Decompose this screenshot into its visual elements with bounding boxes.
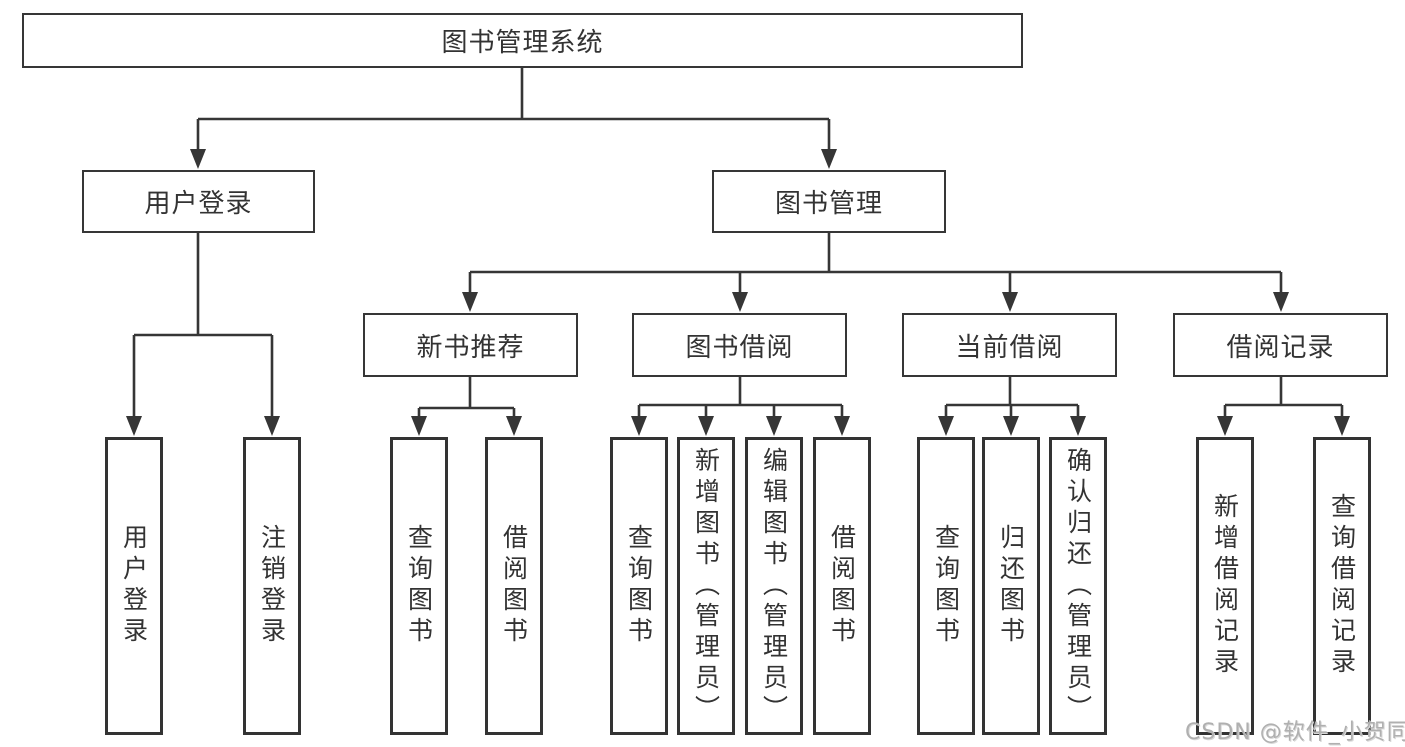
node-book-borrow: 图书借阅 [632, 313, 847, 377]
connector-root-to-level2 [190, 68, 837, 169]
connector-newbook-to-leaves [411, 377, 522, 436]
leaf-current-query-books: 查询图书 [917, 437, 975, 735]
node-user-login: 用户登录 [82, 170, 315, 233]
leaf-newbook-borrow-books: 借阅图书 [485, 437, 543, 735]
connector-userlogin-to-leaves [126, 233, 280, 436]
leaf-borrow-add-books-admin: 新增图书（管理员） [677, 437, 735, 735]
node-new-book-recommend: 新书推荐 [363, 313, 578, 377]
leaf-user-login: 用户登录 [105, 437, 163, 735]
node-borrow-records: 借阅记录 [1173, 313, 1388, 377]
leaf-logout: 注销登录 [243, 437, 301, 735]
csdn-watermark: CSDN @软件_小贺同学 [1185, 720, 1405, 745]
connector-records-to-leaves [1217, 377, 1350, 436]
leaf-newbook-query-books: 查询图书 [390, 437, 448, 735]
node-system-root: 图书管理系统 [22, 13, 1023, 68]
connector-currentborrow-to-leaves [938, 377, 1086, 436]
node-book-management: 图书管理 [712, 170, 946, 233]
leaf-current-confirm-return-admin: 确认归还（管理员） [1049, 437, 1107, 735]
leaf-current-return-books: 归还图书 [982, 437, 1040, 735]
connector-bookborrow-to-leaves [631, 377, 850, 436]
node-current-borrow: 当前借阅 [902, 313, 1117, 377]
leaf-borrow-query-books: 查询图书 [610, 437, 668, 735]
leaf-records-query-record: 查询借阅记录 [1313, 437, 1371, 735]
connector-bookmgmt-to-level3 [462, 233, 1289, 312]
leaf-records-add-record: 新增借阅记录 [1196, 437, 1254, 735]
leaf-borrow-edit-books-admin: 编辑图书（管理员） [745, 437, 803, 735]
leaf-borrow-borrow-books: 借阅图书 [813, 437, 871, 735]
